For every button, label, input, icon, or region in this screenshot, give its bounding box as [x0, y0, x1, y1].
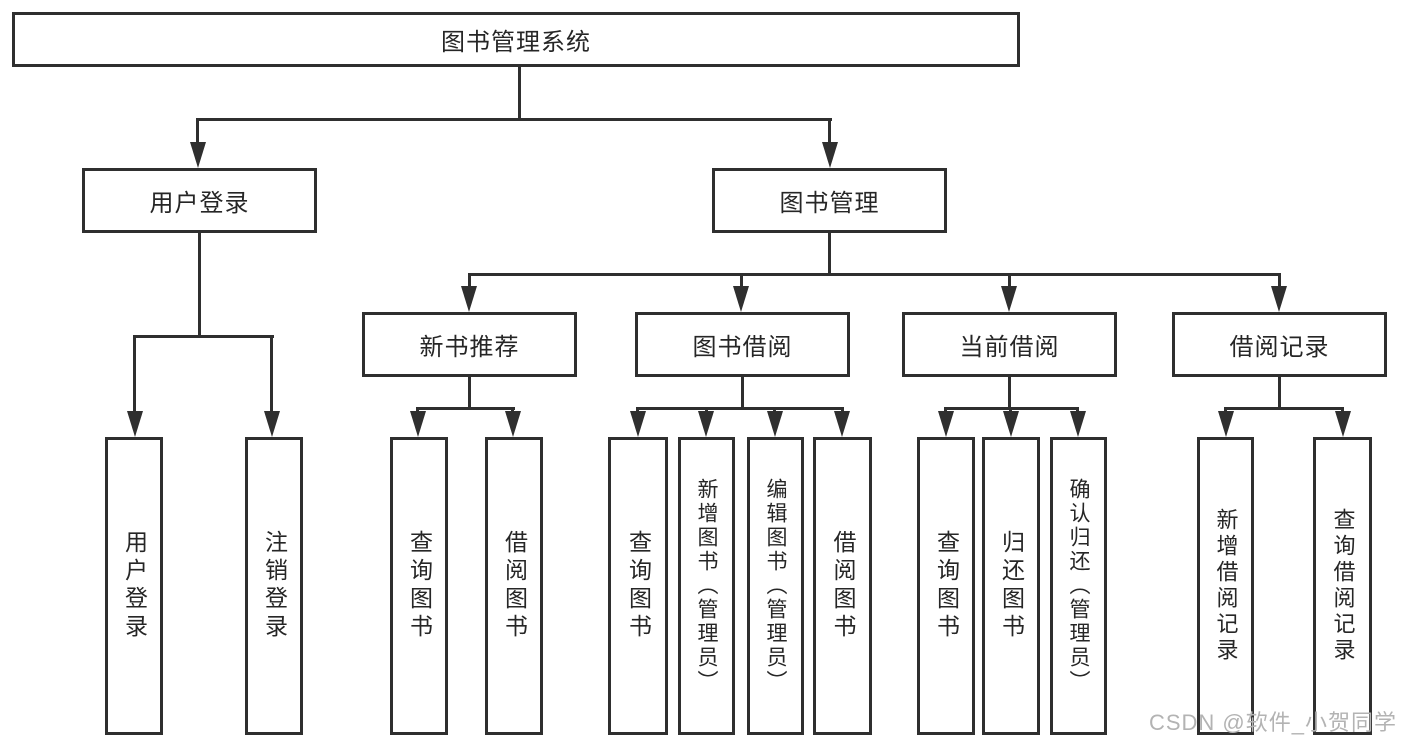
connector-line	[1008, 273, 1011, 291]
leaf-user-login: 用户登录	[105, 437, 163, 735]
arrowhead-down-icon	[834, 411, 850, 437]
connector-line	[1008, 377, 1011, 409]
leaf-label: 确认归还（管理员）	[1067, 478, 1090, 694]
arrowhead-down-icon	[822, 142, 838, 168]
node-new-book-recommend-label: 新书推荐	[419, 334, 520, 361]
leaf-label: 借阅图书	[830, 530, 856, 642]
leaf-add-borrow-record: 新增借阅记录	[1197, 437, 1254, 735]
leaf-logout: 注销登录	[245, 437, 303, 735]
connector-line	[198, 233, 201, 337]
arrowhead-down-icon	[1003, 411, 1019, 437]
node-borrow-records-label: 借阅记录	[1229, 334, 1330, 361]
leaf-label: 借阅图书	[501, 530, 528, 642]
leaf-query-borrow-record: 查询借阅记录	[1313, 437, 1372, 735]
connector-line	[468, 377, 471, 409]
connector-line	[196, 118, 832, 121]
arrowhead-down-icon	[767, 411, 783, 437]
connector-line	[133, 335, 274, 338]
node-root-label: 图书管理系统	[441, 29, 591, 56]
leaf-borrow-books-recommend: 借阅图书	[485, 437, 543, 735]
arrowhead-down-icon	[630, 411, 646, 437]
leaf-label: 新增借阅记录	[1213, 508, 1239, 664]
arrowhead-down-icon	[1001, 286, 1017, 312]
arrowhead-down-icon	[190, 142, 206, 168]
arrowhead-down-icon	[1218, 411, 1234, 437]
leaf-add-books-admin: 新增图书（管理员）	[678, 437, 735, 735]
connector-line	[828, 233, 831, 275]
leaf-label: 用户登录	[121, 530, 148, 642]
node-book-management: 图书管理	[712, 168, 947, 233]
node-borrow-records: 借阅记录	[1172, 312, 1387, 377]
connector-line	[518, 67, 521, 121]
arrowhead-down-icon	[1271, 286, 1287, 312]
arrowhead-down-icon	[264, 411, 280, 437]
connector-line	[828, 118, 831, 148]
arrowhead-down-icon	[505, 411, 521, 437]
leaf-query-books-current: 查询图书	[917, 437, 975, 735]
node-new-book-recommend: 新书推荐	[362, 312, 577, 377]
connector-line	[1224, 407, 1344, 410]
arrowhead-down-icon	[1335, 411, 1351, 437]
leaf-query-books-recommend: 查询图书	[390, 437, 448, 735]
arrowhead-down-icon	[733, 286, 749, 312]
leaf-label: 查询图书	[625, 530, 652, 642]
node-current-borrow: 当前借阅	[902, 312, 1117, 377]
arrowhead-down-icon	[1070, 411, 1086, 437]
leaf-label: 注销登录	[261, 530, 288, 642]
node-book-borrow-label: 图书借阅	[692, 334, 793, 361]
connector-line	[741, 377, 744, 409]
node-user-login: 用户登录	[82, 168, 317, 233]
leaf-return-books: 归还图书	[982, 437, 1040, 735]
node-user-login-label: 用户登录	[149, 190, 250, 217]
arrowhead-down-icon	[127, 411, 143, 437]
connector-line	[468, 273, 471, 291]
connector-line	[468, 273, 1281, 276]
leaf-edit-books-admin: 编辑图书（管理员）	[747, 437, 804, 735]
leaf-label: 新增图书（管理员）	[695, 478, 718, 694]
leaf-borrow-books: 借阅图书	[813, 437, 872, 735]
csdn-watermark: CSDN @软件_小贺同学	[1148, 710, 1397, 735]
connector-line	[1278, 377, 1281, 409]
leaf-confirm-return-admin: 确认归还（管理员）	[1050, 437, 1107, 735]
leaf-label: 查询借阅记录	[1330, 508, 1356, 664]
connector-line	[270, 335, 273, 415]
node-book-management-label: 图书管理	[779, 190, 880, 217]
leaf-query-books-borrow: 查询图书	[608, 437, 668, 735]
node-book-borrow: 图书借阅	[635, 312, 850, 377]
arrowhead-down-icon	[410, 411, 426, 437]
arrowhead-down-icon	[698, 411, 714, 437]
leaf-label: 归还图书	[998, 530, 1025, 642]
arrowhead-down-icon	[938, 411, 954, 437]
node-current-borrow-label: 当前借阅	[959, 334, 1060, 361]
connector-line	[740, 273, 743, 291]
arrowhead-down-icon	[461, 286, 477, 312]
connector-line	[416, 407, 515, 410]
connector-line	[636, 407, 844, 410]
node-root: 图书管理系统	[12, 12, 1020, 67]
connector-line	[133, 335, 136, 415]
leaf-label: 编辑图书（管理员）	[764, 478, 787, 694]
connector-line	[1278, 273, 1281, 291]
connector-line	[196, 118, 199, 148]
leaf-label: 查询图书	[406, 530, 433, 642]
leaf-label: 查询图书	[933, 530, 960, 642]
